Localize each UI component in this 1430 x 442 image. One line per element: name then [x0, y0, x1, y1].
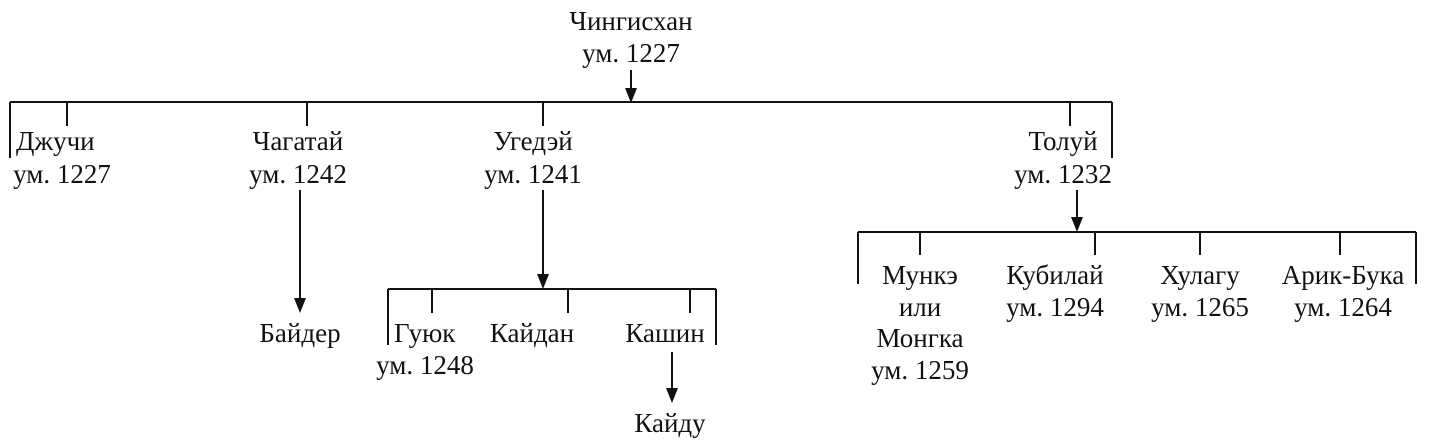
descendant-name: Байдер	[259, 318, 340, 348]
son-death: ум. 1232	[1014, 159, 1112, 189]
arrow-icon	[1071, 217, 1083, 232]
root-death: ум. 1227	[582, 38, 680, 68]
grandson-death: ум. 1294	[1006, 292, 1104, 322]
son-name: Джучи	[16, 126, 95, 156]
grandson-death: ум. 1259	[871, 355, 969, 385]
son-name: Чагатай	[253, 126, 343, 156]
grandson-name: Мункэ	[882, 260, 958, 290]
grandson-name: Кубилай	[1006, 260, 1103, 290]
son-name: Толуй	[1028, 126, 1097, 156]
grandson-name: Хулагу	[1160, 260, 1240, 290]
son-death: ум. 1242	[249, 159, 347, 189]
grandson-death: ум. 1248	[376, 350, 474, 380]
son-death: ум. 1241	[484, 159, 582, 189]
grandson-death: ум. 1265	[1151, 292, 1249, 322]
grandson-name: Гуюк	[394, 318, 456, 348]
grandson-name: Кашин	[625, 318, 704, 348]
grandson-death: ум. 1264	[1294, 292, 1392, 322]
grandson-alt-or: или	[899, 292, 941, 322]
root-name: Чингисхан	[569, 6, 692, 36]
ugedei-sons-bracket	[387, 288, 717, 345]
tolui-sons-bracket	[857, 231, 1417, 284]
grandson-name: Арик-Бука	[1282, 260, 1405, 290]
sons-bracket	[9, 101, 1113, 158]
son-death: ум. 1227	[13, 159, 111, 189]
arrow-icon	[294, 298, 306, 313]
son-name: Угедэй	[493, 126, 573, 156]
descendant-name: Кайду	[634, 408, 706, 438]
grandson-alt-name: Монгка	[876, 323, 963, 353]
grandson-name: Кайдан	[490, 318, 574, 348]
arrow-icon	[537, 274, 549, 289]
arrow-icon	[666, 388, 678, 403]
arrow-icon	[625, 88, 637, 103]
